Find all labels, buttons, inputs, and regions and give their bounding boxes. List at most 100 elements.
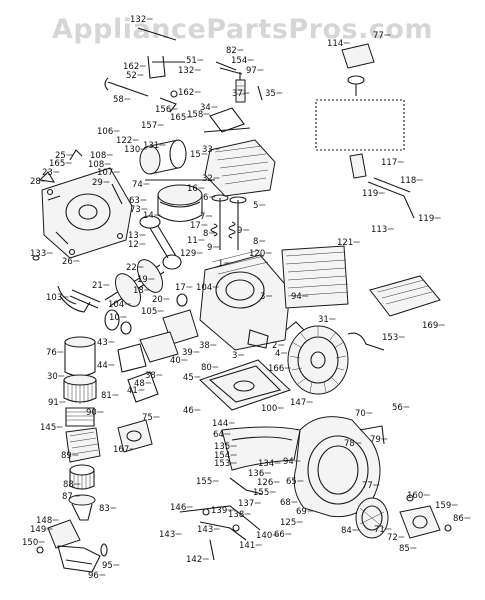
part-label-134: 134 [258,459,274,469]
part-label-68: 68 [280,498,291,508]
part-label-13: 13 [128,231,139,241]
part-label-95: 95 [102,561,113,571]
part-label-144: 144 [212,419,228,429]
part-label-82: 82 [226,46,237,56]
part-label-96: 96 [88,571,99,581]
part-label-14: 14 [143,211,154,221]
part-label-141: 141 [239,541,255,551]
part-label-119b: 119 [418,214,434,224]
part-label-38b: 38 [145,371,156,381]
part-label-8b: 8 [253,237,258,247]
part-label-11: 11 [187,236,198,246]
part-label-100: 100 [261,404,277,414]
engine-block [176,249,291,351]
crankcase-cover [32,149,133,261]
part-label-20: 20 [152,295,163,305]
part-label-71: 71 [374,525,385,535]
part-label-147: 147 [290,398,306,408]
part-label-94: 94 [291,292,302,302]
camshaft [139,139,187,175]
part-label-86: 86 [453,514,464,524]
part-label-46: 46 [183,406,194,416]
part-label-58: 58 [113,95,124,105]
part-label-135: 135 [214,442,230,452]
part-label-65: 65 [286,477,297,487]
part-label-78: 78 [344,439,355,449]
part-label-150: 150 [22,538,38,548]
part-label-48: 48 [134,379,145,389]
engine-base [199,359,291,411]
part-label-84: 84 [341,526,352,536]
part-label-29: 29 [92,178,103,188]
part-label-94b: 94 [283,457,294,467]
part-label-4: 4 [275,349,280,359]
part-label-51: 51 [186,56,197,66]
part-label-153: 153 [382,333,398,343]
part-label-133: 133 [30,249,46,259]
cylinder-head [203,107,276,197]
part-label-119a: 119 [362,189,378,199]
part-label-10: 10 [109,313,120,323]
part-label-6: 6 [203,193,208,203]
part-label-132a: 132 [130,15,146,25]
part-label-1: 1 [218,259,223,269]
part-label-18: 18 [133,286,144,296]
part-label-125: 125 [280,518,296,528]
air-deflector [221,426,301,471]
part-label-156: 156 [155,105,171,115]
part-label-19: 19 [137,275,148,285]
part-label-162b: 162 [178,88,194,98]
part-label-12: 12 [128,240,139,250]
part-label-75: 75 [142,413,153,423]
part-label-77: 77 [362,481,373,491]
part-label-143b: 143 [197,525,213,535]
spark-plug [215,61,263,103]
part-label-138: 138 [228,510,244,520]
fuel-bowl [36,519,108,573]
part-label-169: 169 [422,321,438,331]
linkage-parts [104,27,185,113]
flywheel [285,321,349,395]
blower-housing [293,416,385,518]
part-label-105: 105 [141,307,157,317]
part-label-131: 131 [143,141,159,151]
part-label-153b: 153 [214,459,230,469]
part-label-17b: 17 [175,283,186,293]
part-label-121: 121 [337,238,353,248]
part-label-39: 39 [182,348,193,358]
shield-bracket [281,245,349,309]
part-label-25: 25 [55,151,66,161]
crankshaft [69,259,165,335]
part-label-35: 35 [265,89,276,99]
part-label-165b: 165 [49,159,65,169]
part-label-139: 139 [211,506,227,516]
part-label-17: 17 [190,221,201,231]
part-label-88: 88 [63,480,74,490]
part-label-31: 31 [318,315,329,325]
part-label-137: 137 [238,499,254,509]
part-label-9b: 9 [207,243,212,253]
part-label-132b: 132 [178,66,194,76]
part-label-43: 43 [97,338,108,348]
gasket-plates [117,309,199,403]
part-label-118: 118 [400,176,416,186]
part-label-113: 113 [371,225,387,235]
wire-153 [347,332,385,351]
part-label-81: 81 [101,391,112,401]
part-label-143a: 143 [159,530,175,540]
part-label-155a: 155 [196,477,212,487]
part-label-52: 52 [126,71,137,81]
part-label-122: 122 [116,136,132,146]
part-label-126: 126 [257,478,273,488]
part-label-154a: 154 [231,56,247,66]
part-label-103: 103 [46,293,62,303]
part-label-15: 15 [190,150,201,160]
part-label-37: 37 [232,89,243,99]
part-label-74: 74 [132,180,143,190]
part-label-108a: 108 [90,151,106,161]
recoil-starter [355,494,452,539]
air-filter [63,336,97,427]
